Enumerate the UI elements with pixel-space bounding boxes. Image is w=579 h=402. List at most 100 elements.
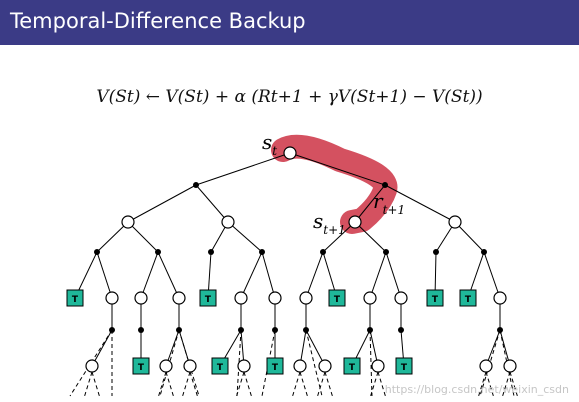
action-node bbox=[433, 249, 439, 255]
terminal-node: T bbox=[459, 289, 477, 307]
terminal-node: T bbox=[132, 357, 150, 375]
tree-edge bbox=[354, 184, 386, 223]
tree-edge bbox=[157, 251, 180, 299]
terminal-label: T bbox=[349, 363, 356, 373]
tree-edge bbox=[354, 221, 387, 253]
backup-highlight bbox=[271, 134, 398, 234]
title-bar: Temporal-Difference Backup bbox=[0, 0, 579, 45]
tree-edge bbox=[324, 371, 334, 399]
terminal-node: T bbox=[266, 357, 284, 375]
action-node bbox=[259, 249, 265, 255]
action-node bbox=[155, 249, 161, 255]
tree-edge bbox=[454, 221, 485, 253]
action-node bbox=[176, 327, 182, 333]
action-node bbox=[481, 249, 487, 255]
state-node bbox=[221, 215, 235, 229]
state-node bbox=[299, 291, 313, 305]
tree-edge bbox=[385, 251, 402, 299]
tree-edge bbox=[165, 371, 175, 399]
state-node bbox=[134, 291, 148, 305]
tree-edge bbox=[479, 329, 501, 397]
action-node bbox=[193, 182, 199, 188]
tree-edge bbox=[289, 152, 386, 186]
terminal-node: T bbox=[199, 289, 217, 307]
tree-edge bbox=[227, 221, 263, 253]
terminal-node: T bbox=[211, 357, 229, 375]
state-node bbox=[479, 359, 493, 373]
terminal-label: T bbox=[205, 295, 212, 305]
state-node bbox=[234, 291, 248, 305]
tree-edge bbox=[501, 371, 511, 399]
tree-edge bbox=[96, 221, 129, 253]
terminal-label: T bbox=[334, 295, 341, 305]
tree-edge bbox=[483, 251, 501, 299]
tree-edge bbox=[159, 329, 180, 397]
tree-edge bbox=[485, 371, 495, 399]
tree-edge bbox=[316, 371, 326, 399]
tree-edge bbox=[509, 371, 519, 399]
terminal-label: T bbox=[72, 295, 79, 305]
terminal-node: T bbox=[395, 357, 413, 375]
action-node bbox=[272, 327, 278, 333]
tree-edge bbox=[299, 371, 309, 399]
terminal-node: T bbox=[426, 289, 444, 307]
terminal-node: T bbox=[328, 289, 346, 307]
action-node bbox=[367, 327, 373, 333]
tree-edge bbox=[305, 329, 323, 397]
terminal-label: T bbox=[401, 363, 408, 373]
state-node bbox=[105, 291, 119, 305]
tree-edge bbox=[369, 371, 379, 399]
terminal-node: T bbox=[343, 357, 361, 375]
terminal-node: T bbox=[66, 289, 84, 307]
label-st-sub: t bbox=[272, 144, 277, 158]
tree-edge bbox=[157, 371, 167, 399]
tree-edge bbox=[181, 371, 191, 399]
action-node bbox=[383, 249, 389, 255]
tree-edge bbox=[96, 251, 113, 299]
state-node bbox=[503, 359, 517, 373]
terminal-label: T bbox=[465, 295, 472, 305]
tree-edge bbox=[261, 329, 276, 397]
tree-edge bbox=[91, 371, 101, 399]
td-update-formula: V(St) ← V(St) + α (Rt+1 + γV(St+1) − V(S… bbox=[96, 87, 483, 107]
action-node bbox=[138, 327, 144, 333]
terminal-label: T bbox=[272, 363, 279, 373]
action-node bbox=[94, 249, 100, 255]
label-st: st bbox=[262, 130, 277, 158]
tree-edge bbox=[91, 329, 113, 367]
label-r: rt+1 bbox=[373, 189, 405, 217]
tree-edge bbox=[291, 371, 301, 399]
tree-edge bbox=[384, 184, 456, 223]
label-st1-sub: t+1 bbox=[323, 223, 346, 237]
state-node bbox=[493, 291, 507, 305]
action-node bbox=[382, 182, 388, 188]
tree-edge bbox=[261, 251, 276, 299]
state-node-st1 bbox=[348, 215, 362, 229]
action-node bbox=[238, 327, 244, 333]
state-node bbox=[268, 291, 282, 305]
tree-edge bbox=[140, 251, 159, 299]
state-node bbox=[318, 359, 332, 373]
tree-edge bbox=[377, 371, 387, 399]
state-node bbox=[172, 291, 186, 305]
action-node bbox=[497, 327, 503, 333]
tree-edge bbox=[369, 251, 387, 299]
tree-edge bbox=[178, 329, 200, 397]
state-node bbox=[371, 359, 385, 373]
state-node bbox=[121, 215, 135, 229]
tree-edge bbox=[127, 184, 197, 223]
label-st1: st+1 bbox=[313, 209, 346, 237]
terminal-label: T bbox=[217, 363, 224, 373]
tree-edge bbox=[322, 221, 356, 253]
terminal-label: T bbox=[138, 363, 145, 373]
action-node bbox=[208, 249, 214, 255]
tree-edge bbox=[477, 371, 487, 399]
tree-edge bbox=[83, 371, 93, 399]
action-node bbox=[303, 327, 309, 333]
tree-edge bbox=[189, 371, 199, 399]
tree-edge bbox=[240, 251, 263, 299]
state-node-st bbox=[283, 146, 297, 160]
action-node bbox=[398, 327, 404, 333]
state-node bbox=[85, 359, 99, 373]
